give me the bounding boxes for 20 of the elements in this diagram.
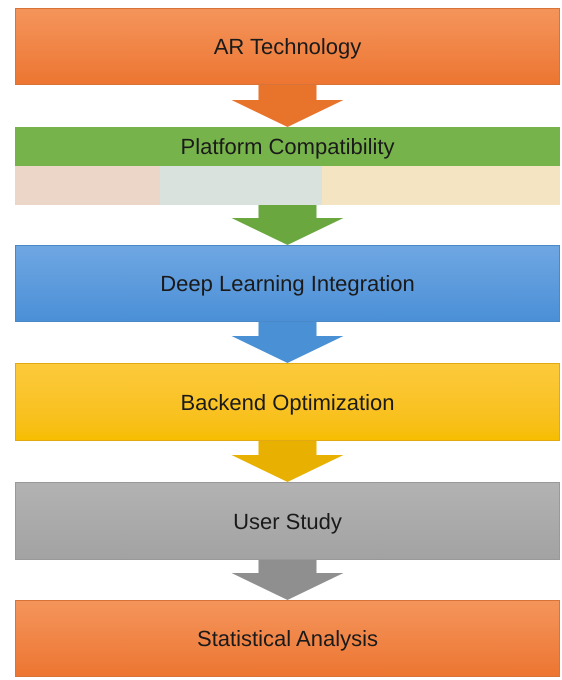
box-label: AR Technology [214, 33, 362, 61]
box-label: Backend Optimization [180, 388, 394, 417]
box-label: User Study [233, 508, 342, 536]
process-box [15, 245, 560, 322]
box-label: Deep Learning Integration [160, 270, 415, 298]
process-box [15, 600, 560, 677]
process-box [15, 482, 560, 560]
arrow [232, 85, 344, 127]
arrow [232, 441, 344, 482]
platform-cell [322, 166, 560, 205]
platform-cell [15, 166, 160, 205]
box-label: Statistical Analysis [197, 625, 378, 653]
arrow [232, 560, 344, 600]
process-box [15, 127, 560, 205]
arrow [232, 322, 344, 363]
arrow [232, 205, 344, 245]
process-box [15, 363, 560, 441]
platform-cell [160, 166, 322, 205]
process-box [15, 8, 560, 85]
box-label: Platform Compatibility [180, 133, 394, 161]
